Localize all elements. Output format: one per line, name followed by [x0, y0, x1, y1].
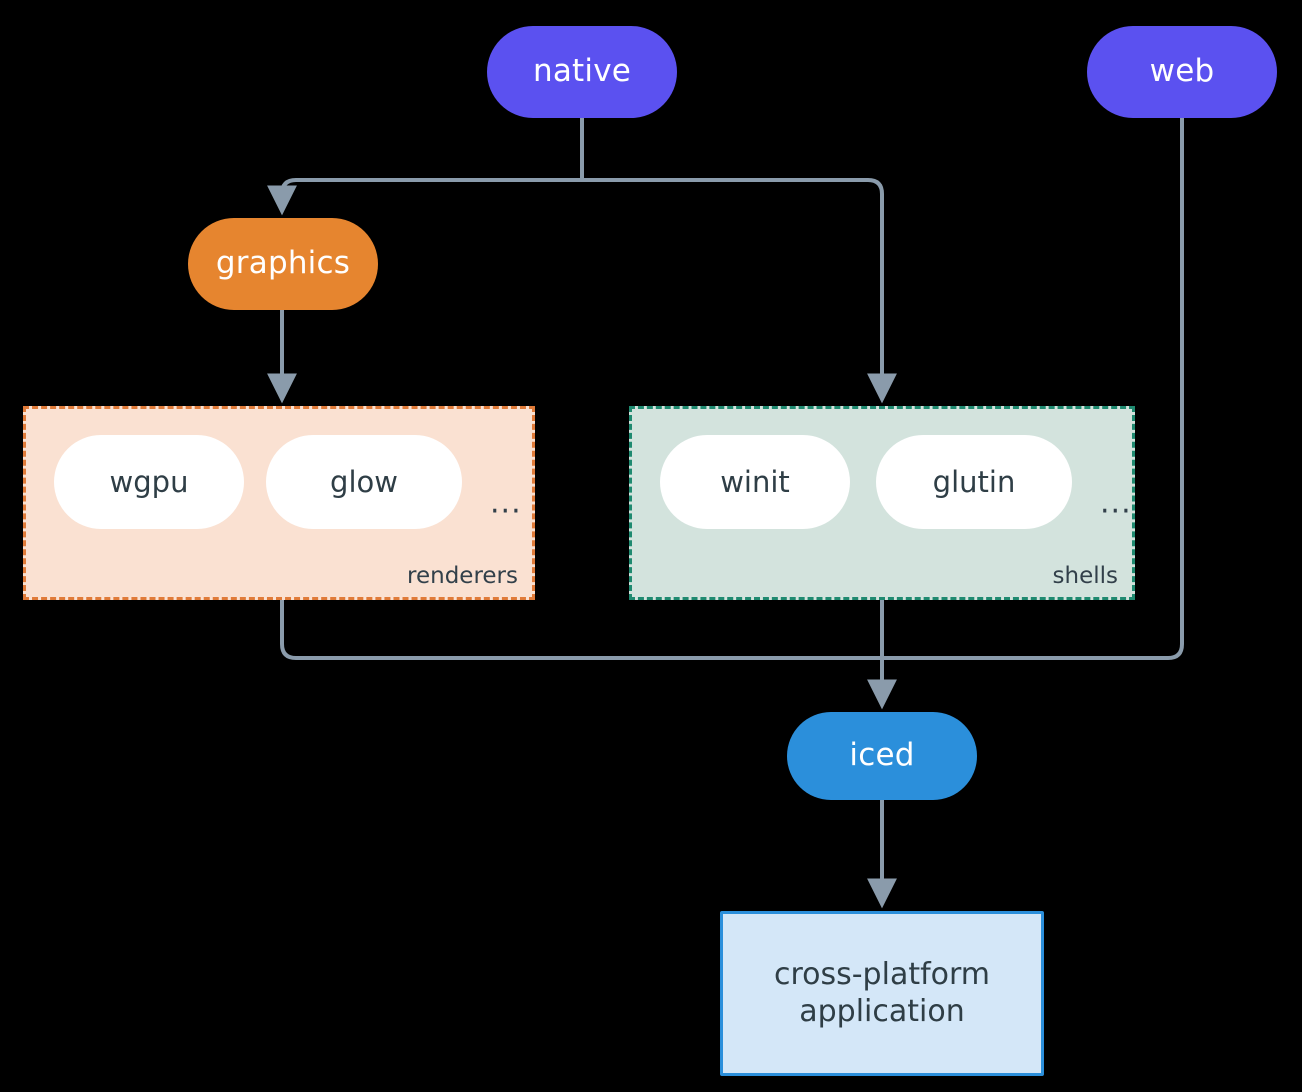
chip-wgpu[interactable]: wgpu	[54, 435, 244, 529]
cluster-shells-label: shells	[1052, 563, 1118, 589]
node-application[interactable]: cross-platform application	[720, 911, 1044, 1076]
node-graphics-label: graphics	[215, 245, 351, 282]
cluster-shells: winit glutin ... shells	[629, 406, 1135, 600]
cluster-renderers: wgpu glow ... renderers	[23, 406, 535, 600]
node-iced[interactable]: iced	[787, 712, 977, 800]
chip-glow-label: glow	[330, 465, 398, 499]
chip-winit-label: winit	[720, 465, 790, 499]
edge-native-to-graphics	[267, 178, 584, 216]
node-application-label-line1: cross-platform	[773, 956, 991, 992]
node-native-label: native	[532, 53, 632, 90]
chip-glow[interactable]: glow	[266, 435, 462, 529]
cluster-renderers-label: renderers	[407, 563, 518, 589]
renderers-overflow-ellipsis: ...	[490, 485, 522, 521]
shells-overflow-ellipsis: ...	[1100, 485, 1132, 521]
node-application-label-line2: application	[799, 993, 965, 1029]
node-web-label: web	[1149, 53, 1215, 90]
chip-glutin[interactable]: glutin	[876, 435, 1072, 529]
node-graphics[interactable]: graphics	[188, 218, 378, 310]
node-web[interactable]: web	[1087, 26, 1277, 118]
chip-glutin-label: glutin	[932, 465, 1016, 499]
node-native[interactable]: native	[487, 26, 677, 118]
edge-native-to-shells	[580, 178, 897, 404]
edge-renderers-to-iced	[280, 598, 884, 660]
chip-winit[interactable]: winit	[660, 435, 850, 529]
chip-wgpu-label: wgpu	[109, 465, 189, 499]
node-iced-label: iced	[849, 737, 915, 774]
